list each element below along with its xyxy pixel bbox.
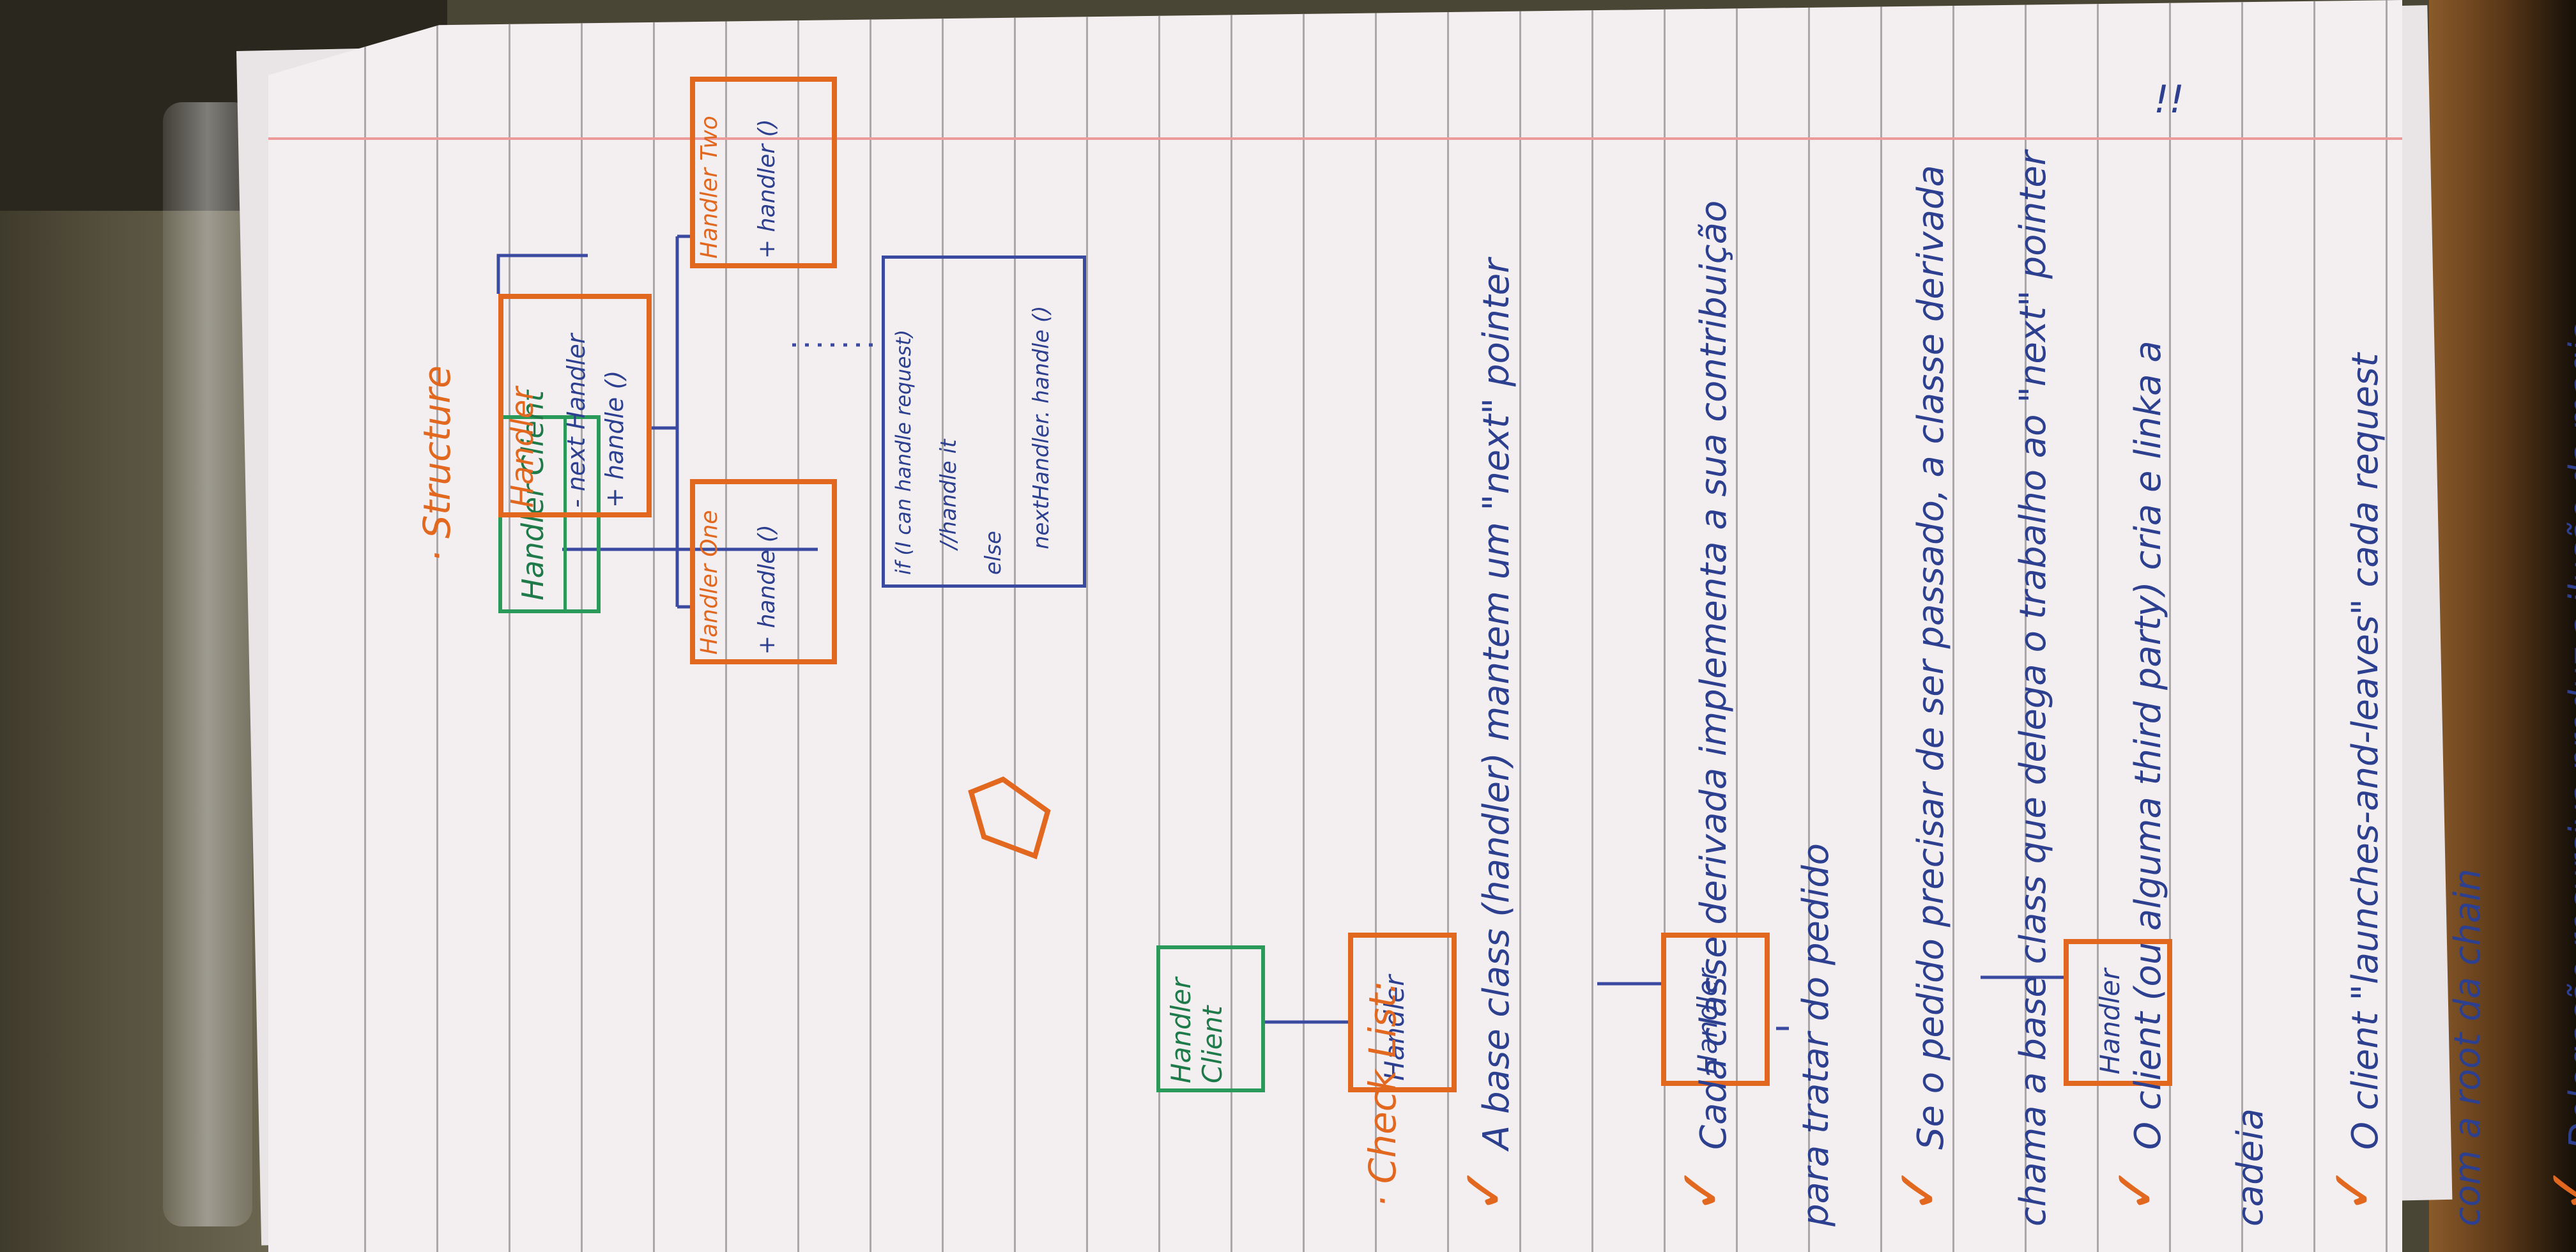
check-mark-6: ✓ (2536, 1166, 2576, 1214)
ruled-line (2241, 0, 2243, 1252)
checklist-item-2-line-2: para tratar do pedido (1795, 843, 1837, 1226)
uml-handler-method: + handle () (601, 370, 629, 508)
ruled-line (364, 0, 366, 1252)
margin-line (268, 137, 2402, 140)
ruled-line (797, 0, 799, 1252)
checklist-item-1-line-1: A base class (handler) mantem um "next" … (1476, 258, 1517, 1150)
check-mark-4: ✓ (2102, 1165, 2169, 1214)
uml-handler-one-method: + handle () (754, 524, 780, 655)
uml-note-line-3: else (981, 531, 1006, 575)
ruled-line (2313, 0, 2315, 1252)
ruled-line (2025, 0, 2027, 1252)
ruled-line (1952, 0, 1954, 1252)
ruled-line (1519, 0, 1521, 1252)
chain-client-label: Handler Client (1165, 977, 1228, 1083)
ruled-line (2169, 0, 2171, 1252)
uml-handler-one-title: Handler One (696, 510, 723, 655)
ruled-line (870, 0, 871, 1252)
uml-note-line-2: //handle it (936, 439, 962, 549)
ruled-line (1880, 0, 1882, 1252)
ruled-line (725, 0, 727, 1252)
ruled-line (1230, 0, 1232, 1252)
checklist-heading: · Check List: (1361, 981, 1404, 1207)
uml-handler-title: Handler (505, 387, 540, 508)
chain-client-box: Handler Client (1156, 945, 1265, 1092)
notebook-page (268, 0, 2402, 1252)
ruled-line (1014, 0, 1016, 1252)
ruled-line (509, 0, 510, 1252)
checklist-item-3-line-1: Se o pedido precisar de ser passado, a c… (1910, 165, 1952, 1150)
ruled-line (581, 0, 583, 1252)
exclamation-mark: !! (2153, 77, 2185, 122)
ruled-line (1591, 0, 1593, 1252)
ruled-line (1736, 0, 1738, 1252)
checklist-item-3-line-2: chama a base class que delega o trabalho… (2012, 151, 2054, 1226)
ruled-line (942, 0, 944, 1252)
chain-handler-3-label: Handler (2094, 968, 2126, 1074)
ruled-line (1664, 0, 1666, 1252)
ruled-line (2097, 0, 2099, 1252)
ruled-line (2386, 0, 2388, 1252)
checklist-item-5-line-2: com a root da chain (2447, 868, 2488, 1226)
uml-handler-two-method: + handler () (754, 119, 780, 259)
ruled-line (653, 0, 655, 1252)
checklist-item-4-line-2: cadeia (2230, 1108, 2271, 1226)
uml-handler-attr: - next Handler (562, 333, 590, 508)
ruled-line (1303, 0, 1305, 1252)
uml-note-line-1: if (I can handle request) (891, 329, 916, 575)
background-right (2429, 0, 2576, 1252)
ruled-line (1375, 0, 1377, 1252)
ruled-line (1086, 0, 1088, 1252)
ruled-line (1808, 0, 1810, 1252)
check-mark-3: ✓ (1885, 1165, 1952, 1214)
ruled-line (1447, 0, 1449, 1252)
checklist-item-4-line-1: O client (ou alguma third party) cria e … (2128, 340, 2169, 1150)
checklist-item-5-line-1: O client "launches-and-leaves" cada requ… (2345, 353, 2386, 1150)
ruled-line (1158, 0, 1160, 1252)
check-mark-2: ✓ (1667, 1165, 1735, 1214)
check-mark-5: ✓ (2319, 1165, 2386, 1214)
check-mark-1: ✓ (1450, 1165, 1517, 1214)
checklist-item-2-line-1: Cada classe derivada implementa a sua co… (1693, 200, 1735, 1150)
checklist-item-6-line-1: Delegação recursiva produz a ilusão da m… (2562, 320, 2576, 1150)
uml-note-line-4: nextHandler. handle () (1029, 305, 1054, 549)
uml-handler-two-title: Handler Two (696, 116, 723, 259)
plastic-sleeve (163, 102, 252, 1226)
ruled-line (436, 0, 438, 1252)
